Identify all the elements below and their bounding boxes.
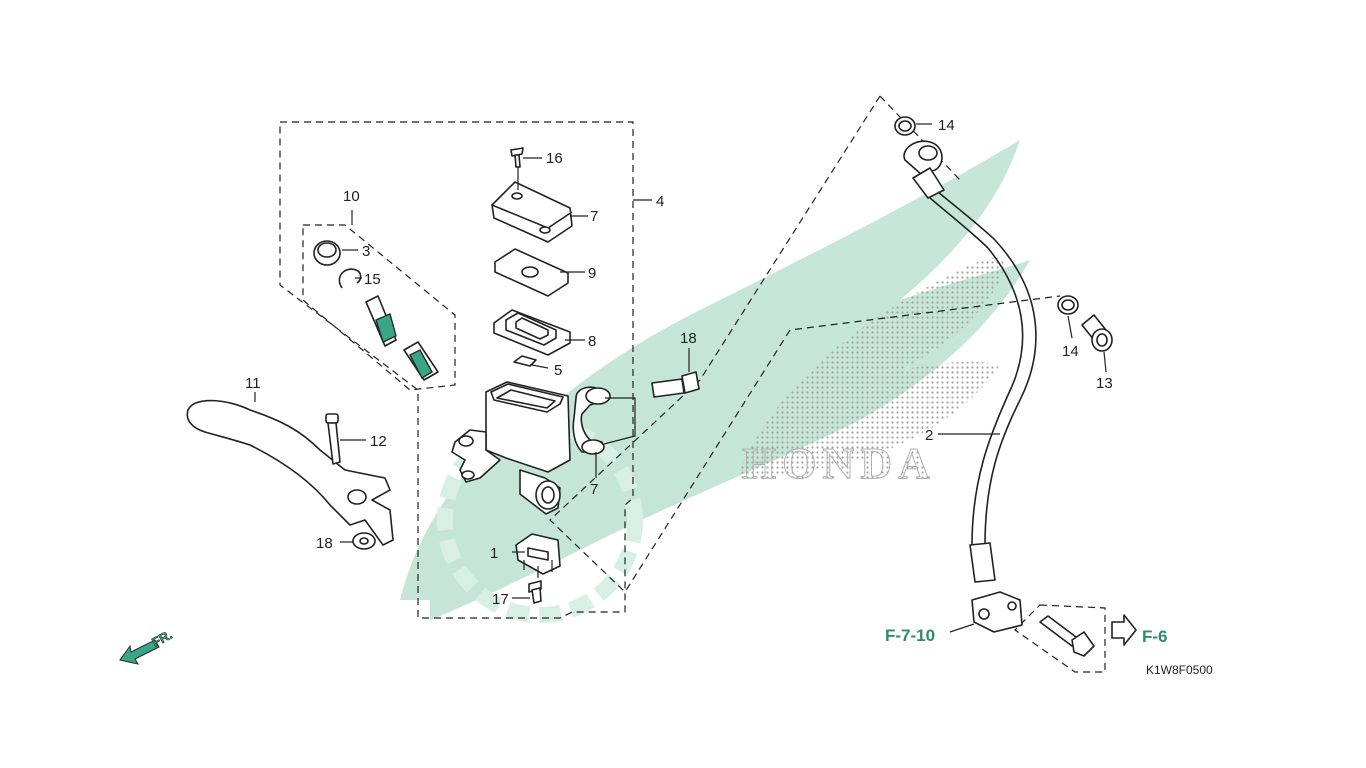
callout-8: 8 [588,333,596,350]
reservoir-cap-screw[interactable] [510,147,524,168]
float[interactable] [513,355,537,367]
callout-17: 17 [492,591,509,608]
lever-pivot-bolt[interactable] [325,413,341,465]
diagram-code: K1W8F0500 [1146,663,1213,677]
reservoir-cap[interactable] [491,181,573,243]
reference-f-6[interactable]: F-6 [1142,627,1168,646]
callout-18: 18 [316,535,333,552]
sealing-washer-top[interactable] [894,116,916,136]
piston-set[interactable] [365,295,439,381]
callout-19: 18 [680,330,697,347]
master-cylinder-holder[interactable] [572,386,611,455]
caliper-bolt[interactable] [1039,615,1095,657]
brake-hose[interactable] [903,140,1037,633]
dust-boot[interactable] [313,240,341,266]
reference-arrow-icon [1111,614,1137,646]
brake-lever[interactable] [186,399,394,546]
callout-13: 13 [1096,375,1113,392]
honda-watermark-text: HONDA [742,439,936,488]
master-cylinder-body[interactable] [451,381,571,515]
callout-16: 16 [546,150,563,167]
callout-14-bottom: 14 [1062,343,1079,360]
snap-ring[interactable] [338,268,362,289]
diaphragm-plate[interactable] [494,248,569,297]
callout-9: 9 [588,265,596,282]
callout-2: 2 [925,427,933,444]
callout-11: 11 [245,375,261,392]
leader-lines [254,123,1107,633]
bolt-subassembly-outline [1014,604,1106,673]
callout-7: 7 [590,481,598,498]
callout-10: 10 [343,188,360,205]
oil-bolt[interactable] [1081,314,1113,352]
callout-4: 4 [656,193,664,210]
callout-6: 7 [590,208,598,225]
hose-assembly-outline [549,95,1061,593]
holder-bolt[interactable] [651,371,700,398]
diaphragm[interactable] [493,309,571,356]
callout-15: 15 [364,271,381,288]
callout-14-top: 14 [938,117,955,134]
honda-wing-watermark: HONDA [400,140,1030,623]
sealing-washer-bottom[interactable] [1057,295,1079,315]
front-direction-arrow-icon [119,639,160,665]
callout-5: 5 [554,362,562,379]
piston-set-outline [302,224,456,391]
callout-1: 1 [490,545,498,562]
callout-3: 3 [362,243,370,260]
lever-nut[interactable] [352,532,376,550]
callout-12: 12 [370,433,387,450]
brake-light-switch[interactable] [515,533,561,578]
reference-f-7-10[interactable]: F-7-10 [885,626,935,645]
switch-screw[interactable] [528,580,542,604]
master-cylinder-assembly-outline [279,121,634,619]
